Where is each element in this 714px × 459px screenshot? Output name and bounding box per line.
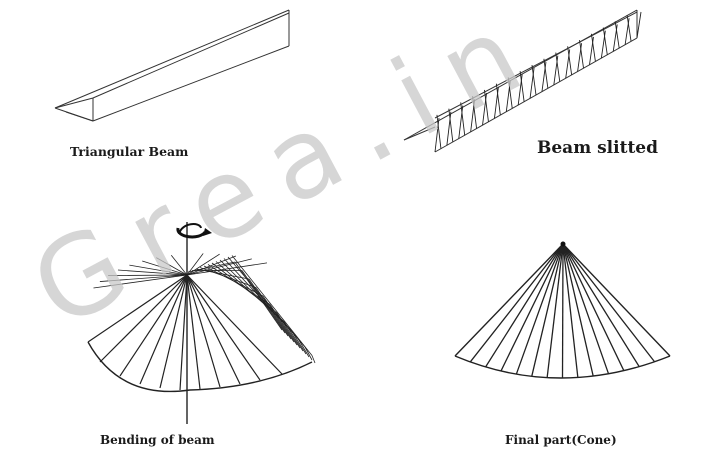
bending-ray xyxy=(186,274,283,375)
beam-slit xyxy=(495,83,501,116)
bending-sheet-edge xyxy=(142,260,188,276)
bending-sheet-edge xyxy=(186,253,220,276)
bending-sheet-edge xyxy=(108,274,188,276)
beam-slit xyxy=(531,64,537,96)
beam-slit xyxy=(484,89,489,122)
caption-final-part: Final part(Cone) xyxy=(505,433,617,447)
beam-slit xyxy=(472,96,478,129)
beam-slit xyxy=(636,11,642,39)
bending-sheet-edge xyxy=(117,269,188,276)
cone-ray xyxy=(562,243,625,372)
bending-sheet-edge xyxy=(297,338,310,358)
cone-drawing xyxy=(454,241,671,379)
bending-sheet-edge xyxy=(186,262,268,276)
bending-ray xyxy=(186,274,221,388)
cone-ray xyxy=(500,243,564,372)
cone-ray xyxy=(546,243,564,378)
bending-ray xyxy=(119,274,188,377)
beam-slit xyxy=(567,46,573,75)
bending-sheet-edge xyxy=(170,254,188,276)
bending-sheet-edge xyxy=(207,264,271,305)
beam-slitted-drawing xyxy=(403,9,642,153)
beam-slit xyxy=(555,52,561,82)
bending-ray xyxy=(139,274,188,385)
bending-sheet-edge xyxy=(311,355,316,364)
cone-ray xyxy=(562,243,579,378)
cone-ray xyxy=(562,243,656,363)
caption-triangular-beam: Triangular Beam xyxy=(70,144,188,159)
watermark: Grea.in xyxy=(12,0,560,353)
cone-ray xyxy=(562,243,610,375)
bending-sheet-edge xyxy=(156,257,188,276)
beam-slit xyxy=(507,77,513,109)
bending-sheet-edge xyxy=(129,264,188,276)
cone-ray xyxy=(469,243,564,363)
triangular-beam-drawing xyxy=(54,9,290,122)
cone-ray xyxy=(562,243,640,368)
beam-slit xyxy=(614,21,620,49)
beam-slit xyxy=(519,71,525,102)
cone-ray xyxy=(515,243,564,375)
bending-sheet-edge xyxy=(223,258,299,339)
bending-sheets xyxy=(87,253,316,364)
bending-of-beam-drawing xyxy=(87,222,316,424)
bending-sheet-edge xyxy=(186,258,252,276)
bending-sheet-edge xyxy=(304,346,313,361)
bending-ray xyxy=(99,274,188,363)
beam-slit xyxy=(460,102,466,136)
cone-base xyxy=(454,355,671,379)
bending-sheet-edge xyxy=(99,274,188,282)
bending-ray xyxy=(159,274,188,389)
bending-sheet-edge xyxy=(227,256,306,348)
bending-rays xyxy=(99,274,283,391)
beam-slit xyxy=(579,39,584,69)
bending-ray xyxy=(186,274,201,390)
cone-ray xyxy=(561,243,564,379)
cone-ray xyxy=(531,243,564,377)
caption-bending-of-beam: Bending of beam xyxy=(100,433,215,447)
bending-sheet-edge xyxy=(87,274,188,343)
beam-slit xyxy=(602,27,608,55)
beam-slit xyxy=(543,58,549,89)
bending-sheet-edge xyxy=(93,274,188,289)
cone-ray xyxy=(562,243,594,377)
bending-ray xyxy=(186,274,241,385)
bending-sheet-edge xyxy=(231,255,313,356)
caption-beam-slitted: Beam slitted xyxy=(537,138,658,158)
rotation-arrow-icon xyxy=(176,223,212,239)
cone-ray xyxy=(485,243,564,368)
beam-slit xyxy=(590,33,596,62)
beam-slit xyxy=(626,15,632,42)
bending-ray xyxy=(179,274,188,391)
bending-arc xyxy=(87,341,313,393)
beam-slit xyxy=(448,108,454,142)
cone-rays xyxy=(469,243,656,379)
bending-ray xyxy=(186,274,261,381)
beam-slit xyxy=(436,114,442,149)
bending-sheet-edge xyxy=(186,255,237,276)
beam-slits xyxy=(434,11,642,153)
